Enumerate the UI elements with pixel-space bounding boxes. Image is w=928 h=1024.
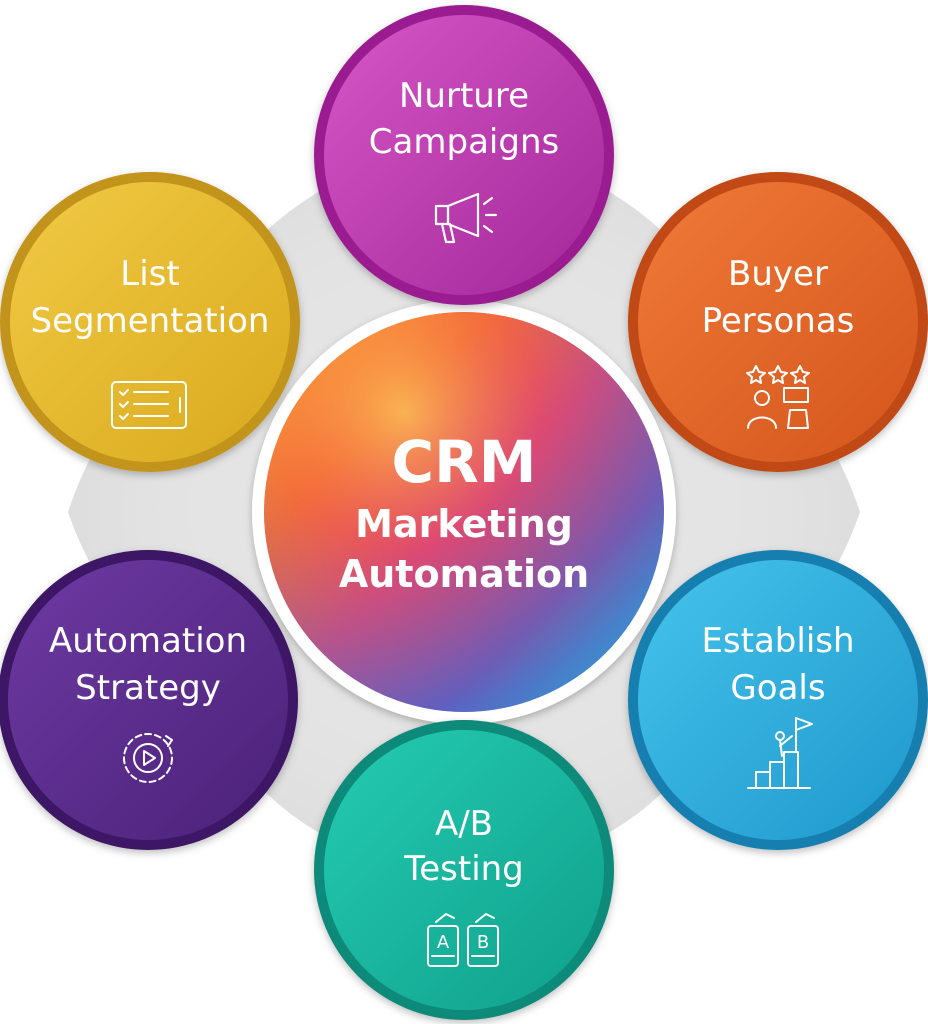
node-nurture-line2: Campaigns [369,122,559,162]
node-buyer-personas: Buyer Personas [628,172,928,472]
node-buyer-line2: Personas [702,301,855,341]
node-nurture-campaigns: Nurture Campaigns [314,5,614,305]
node-nurture-line1: Nurture [399,76,529,116]
node-strategy-line1: Automation [49,621,247,661]
node-ab-testing: A/B Testing A B [314,720,614,1020]
svg-text:A: A [437,932,450,953]
center-subtitle-2: Automation [339,552,589,596]
center-title: CRM [392,428,537,496]
node-list-segmentation: List Segmentation [0,172,300,472]
svg-text:B: B [477,932,489,953]
gear-play-icon [123,733,173,783]
megaphone-icon [434,192,498,244]
node-ab-line2: Testing [403,849,524,889]
node-ab-line1: A/B [435,804,493,844]
node-goals-line2: Goals [730,668,825,708]
center-subtitle-1: Marketing [355,502,573,546]
node-list-line1: List [120,254,179,294]
node-establish-goals: Establish Goals [628,550,928,850]
center-circle: CRM Marketing Automation [252,300,676,724]
node-list-line2: Segmentation [31,301,270,341]
ab-test-icon: A B [427,913,499,967]
goal-flag-icon [747,717,813,789]
node-strategy-line2: Strategy [75,668,221,708]
node-goals-line1: Establish [701,621,854,661]
persona-icon [746,365,810,429]
node-buyer-line1: Buyer [728,254,828,294]
node-automation-strategy: Automation Strategy [0,550,298,850]
checklist-icon [111,381,187,429]
